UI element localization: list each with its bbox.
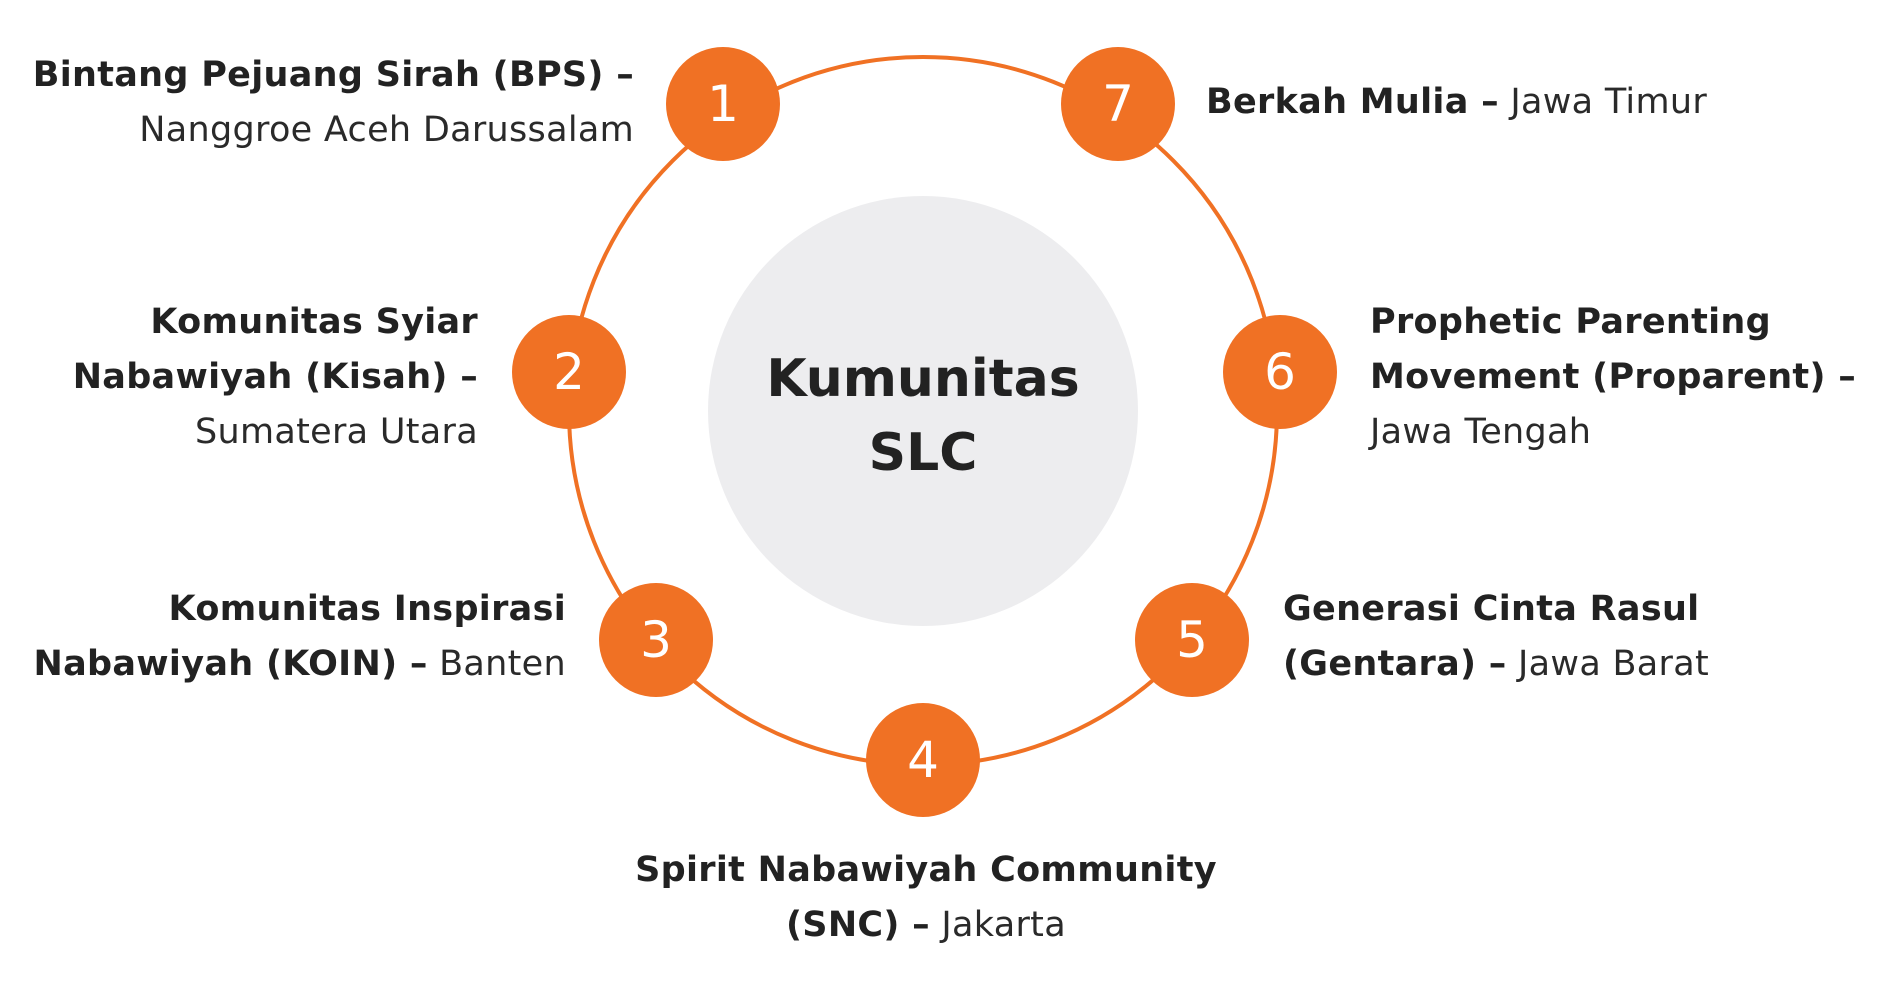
node-1-region: Nanggroe Aceh Darussalam: [139, 110, 634, 150]
center-title-line1: Kumunitas: [766, 349, 1079, 409]
node-7-label: Berkah Mulia – Jawa Timur: [1206, 75, 1707, 130]
node-2-label: Komunitas Syiar Nabawiyah (Kisah) – Suma…: [73, 295, 478, 460]
node-6-region: Jawa Tengah: [1370, 412, 1592, 452]
node-4-circle: [866, 703, 980, 817]
node-1-circle: [666, 47, 780, 161]
center-circle: [708, 196, 1138, 626]
node-5-number: 5: [1176, 611, 1208, 669]
node-7: 7: [1061, 47, 1175, 161]
node-4-label: Spirit Nabawiyah Community (SNC) – Jakar…: [0, 843, 1852, 953]
node-7-circle: [1061, 47, 1175, 161]
node-4-name-line2: (SNC) –: [786, 905, 930, 945]
node-2-region: Sumatera Utara: [195, 412, 478, 452]
node-5-circle: [1135, 583, 1249, 697]
node-2-name-line2: Nabawiyah (Kisah) –: [72, 357, 478, 397]
node-7-name: Berkah Mulia –: [1206, 82, 1499, 122]
node-3-name-line1: Komunitas Inspirasi: [168, 589, 566, 629]
node-4-region: Jakarta: [941, 905, 1066, 945]
node-3: 3: [599, 583, 713, 697]
node-1-label: Bintang Pejuang Sirah (BPS) – Nanggroe A…: [33, 48, 634, 158]
node-3-region: Banten: [439, 644, 566, 684]
node-2-number: 2: [553, 343, 585, 401]
center-title-line2: SLC: [869, 423, 978, 483]
node-5: 5: [1135, 583, 1249, 697]
node-3-label: Komunitas Inspirasi Nabawiyah (KOIN) – B…: [34, 582, 566, 692]
node-1-number: 1: [707, 75, 739, 133]
node-7-region: Jawa Timur: [1510, 82, 1708, 122]
node-6-number: 6: [1264, 343, 1296, 401]
node-5-name-line1: Generasi Cinta Rasul: [1283, 589, 1700, 629]
node-6-name-line2: Movement (Proparent) –: [1370, 357, 1857, 397]
node-1-name: Bintang Pejuang Sirah (BPS) –: [32, 55, 634, 95]
node-4: 4: [866, 703, 980, 817]
node-3-circle: [599, 583, 713, 697]
node-7-number: 7: [1102, 75, 1134, 133]
node-6-label: Prophetic Parenting Movement (Proparent)…: [1370, 295, 1856, 460]
node-3-number: 3: [640, 611, 672, 669]
node-4-number: 4: [907, 731, 939, 789]
node-1: 1: [666, 47, 780, 161]
node-2-name-line1: Komunitas Syiar: [150, 302, 478, 342]
node-6: 6: [1223, 315, 1337, 429]
node-5-name-line2: (Gentara) –: [1283, 644, 1507, 684]
node-2: 2: [512, 315, 626, 429]
node-6-circle: [1223, 315, 1337, 429]
node-4-name-line1: Spirit Nabawiyah Community: [635, 850, 1217, 890]
node-3-name-line2: Nabawiyah (KOIN) –: [33, 644, 428, 684]
node-5-region: Jawa Barat: [1518, 644, 1710, 684]
node-6-name-line1: Prophetic Parenting: [1370, 302, 1771, 342]
node-2-circle: [512, 315, 626, 429]
node-5-label: Generasi Cinta Rasul (Gentara) – Jawa Ba…: [1283, 582, 1709, 692]
